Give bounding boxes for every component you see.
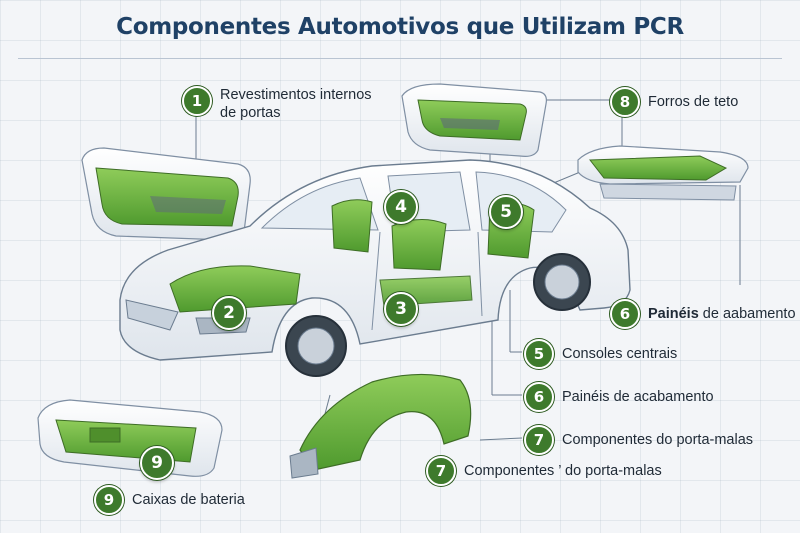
fender: [289, 373, 472, 479]
callout-number-badge: 7: [426, 456, 456, 486]
part-badge-floor: 3: [384, 292, 418, 326]
callout-label: Painéis de acabamento: [562, 389, 714, 405]
callout-trim-panels: 6 Painéis de acabamento: [524, 382, 714, 412]
door-panel-left: [81, 147, 251, 241]
callout-label: Revestimentos internos: [220, 87, 372, 103]
leader-7: [479, 437, 523, 441]
callout-door-trim: 1 Revestimentos internos de portas: [182, 86, 372, 122]
door-panel-top: [401, 83, 547, 157]
part-badge-seat-rear: 5: [489, 195, 523, 229]
callout-trunk-components-2: 7 Componentes ’ do porta-malas: [426, 456, 662, 486]
callout-number-badge: 6: [610, 299, 640, 329]
callout-headliner: 8 Forros de teto: [610, 87, 738, 117]
callout-label: Forros de teto: [648, 94, 739, 110]
callout-label-strong: Painéis: [648, 306, 699, 322]
callout-trunk-components: 7 Componentes do porta-malas: [524, 425, 753, 455]
callout-trim-panels-right: 6 Painéis de aabamento: [610, 299, 796, 329]
part-badge-seat-front: 4: [384, 190, 418, 224]
part-badge-battery-tray: 9: [140, 446, 174, 480]
callout-number-badge: 7: [524, 425, 554, 455]
callout-number-badge: 1: [182, 86, 212, 116]
callout-label: Caixas de bateria: [132, 492, 245, 508]
callout-number-badge: 8: [610, 87, 640, 117]
headliner: [577, 145, 749, 201]
part-badge-engine-bay: 2: [212, 296, 246, 330]
callout-label: de aabamento: [698, 306, 796, 322]
callout-battery-boxes: 9 Caixas de bateria: [94, 485, 245, 515]
callout-number-badge: 9: [94, 485, 124, 515]
callout-number-badge: 5: [524, 339, 554, 369]
callout-label: Consoles centrais: [562, 346, 678, 362]
callout-label: Componentes ’ do porta-malas: [464, 463, 662, 479]
title-divider: [18, 58, 782, 59]
callout-label: Componentes do porta-malas: [562, 432, 754, 448]
page-title: Componentes Automotivos que Utilizam PCR: [116, 14, 684, 40]
callout-label: de portas: [220, 105, 281, 121]
callout-center-console: 5 Consoles centrais: [524, 339, 677, 369]
battery-tray: [37, 399, 223, 477]
callout-number-badge: 6: [524, 382, 554, 412]
